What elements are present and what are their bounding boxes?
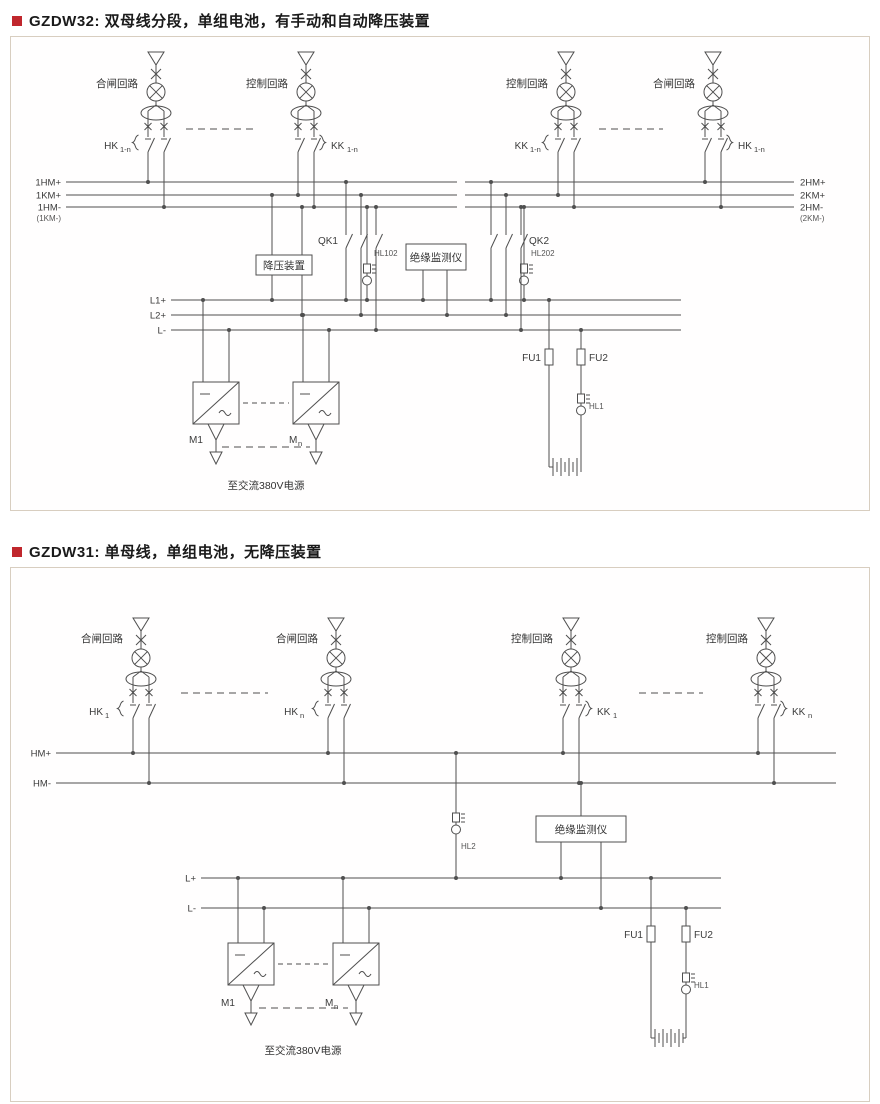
- switch-label: HK: [284, 707, 298, 718]
- ac-source-label: 至交流380V电源: [227, 479, 305, 492]
- bus-label: 1KM+: [36, 191, 62, 202]
- fu1-label: FU1: [624, 930, 643, 941]
- hl102-lamp: HL102: [362, 205, 398, 302]
- dc-bus: L1+ L2+ L-: [150, 296, 681, 337]
- switch-label: HK: [89, 707, 103, 718]
- switch-label: KK: [792, 707, 806, 718]
- bus-label: L-: [158, 326, 166, 337]
- voltage-dropper: 降压装置: [255, 193, 313, 317]
- battery-branch: FU1 FU2 HL1: [624, 876, 713, 1048]
- rectifier-modules: M1 M n 至交流380V电源: [189, 298, 340, 492]
- hl1-label: HL1: [589, 402, 604, 411]
- bus-section-1: 1HM+ 1KM+ 1HM- (1KM-): [35, 178, 457, 223]
- gzdw31-schematic: 合闸回路 HK 1 合闸回路 HK n 控制回路 KK 1: [31, 617, 836, 1057]
- insulation-monitor: 绝缘监测仪: [405, 243, 467, 317]
- bus-label: 2HM-: [800, 203, 823, 214]
- qk1-switch: QK1: [318, 180, 383, 332]
- section-title-gzdw32: GZDW32: 双母线分段，单组电池，有手动和自动降压装置: [12, 10, 880, 31]
- circuit-label: 控制回路: [706, 632, 748, 645]
- circuit-label: 合闸回路: [653, 77, 695, 90]
- red-square-bullet: [12, 15, 22, 26]
- bus-label: 1HM-: [38, 203, 61, 214]
- rectifier-modules: M1 M n 至交流380V电源: [221, 876, 380, 1057]
- circuit-label: 合闸回路: [96, 77, 138, 90]
- hl202-lamp: HL202: [519, 205, 555, 302]
- red-square-bullet: [12, 546, 22, 557]
- switch-sub: 1-n: [120, 145, 131, 154]
- hm-bus: HM+ HM-: [31, 749, 836, 790]
- module-mn-label: M: [325, 998, 333, 1009]
- branch-closing-1: 合闸回路 HK 1: [81, 617, 157, 785]
- bus-label: 1HM+: [35, 178, 61, 189]
- switch-sub: n: [300, 711, 304, 720]
- circuit-label: 合闸回路: [81, 632, 123, 645]
- module-mn-sub: n: [334, 1002, 338, 1011]
- ac-source-label: 至交流380V电源: [264, 1044, 342, 1057]
- branch-closing-n: 合闸回路 HK n: [276, 617, 352, 785]
- branch-control-1: 控制回路 KK 1: [511, 617, 617, 785]
- switch-sub: 1-n: [530, 145, 541, 154]
- branch-closing-left: 合闸回路 HK 1-n: [96, 51, 172, 209]
- hl2-lamp: HL2: [451, 751, 476, 880]
- switch-sub: 1-n: [347, 145, 358, 154]
- bus-label: HM-: [33, 779, 51, 790]
- gzdw32-diagram-box: 合闸回路 HK 1-n 控制回路 KK 1-n 控制回路 KK 1-n: [10, 36, 870, 511]
- dropper-label: 降压装置: [263, 259, 305, 272]
- hl202-label: HL202: [531, 249, 555, 258]
- branch-control-left: 控制回路 KK 1-n: [246, 51, 358, 209]
- hl2-label: HL2: [461, 842, 476, 851]
- section-title-text: GZDW32: 双母线分段，单组电池，有手动和自动降压装置: [29, 13, 431, 30]
- module-mn-label: M: [289, 435, 297, 446]
- qk1-label: QK1: [318, 236, 338, 247]
- bus-label: L+: [185, 874, 196, 885]
- qk2-label: QK2: [529, 236, 549, 247]
- switch-label: KK: [331, 141, 345, 152]
- circuit-label: 合闸回路: [276, 632, 318, 645]
- qk2-switch: QK2: [489, 180, 549, 332]
- bus-label: 2HM+: [800, 178, 826, 189]
- page: GZDW32: 双母线分段，单组电池，有手动和自动降压装置: [0, 10, 880, 1102]
- fu1-label: FU1: [522, 353, 541, 364]
- branch-closing-right: 合闸回路 HK 1-n: [653, 51, 765, 209]
- switch-label: HK: [738, 141, 752, 152]
- bus-label: 2KM+: [800, 191, 826, 202]
- switch-sub: 1: [613, 711, 617, 720]
- hl102-label: HL102: [374, 249, 398, 258]
- section-title-gzdw31: GZDW31: 单母线，单组电池，无降压装置: [12, 541, 880, 562]
- bus-section-2: 2HM+ 2KM+ 2HM- (2KM-): [465, 178, 826, 223]
- fu2-label: FU2: [589, 353, 608, 364]
- fu2-label: FU2: [694, 930, 713, 941]
- module-m1-label: M1: [221, 998, 235, 1009]
- switch-label: KK: [515, 141, 529, 152]
- switch-sub: n: [808, 711, 812, 720]
- bus-label: L2+: [150, 311, 167, 322]
- branch-control-right: 控制回路 KK 1-n: [506, 51, 582, 209]
- insulation-monitor: 绝缘监测仪: [535, 781, 627, 910]
- switch-label: HK: [104, 141, 118, 152]
- section-title-text: GZDW31: 单母线，单组电池，无降压装置: [29, 544, 322, 561]
- switch-sub: 1: [105, 711, 109, 720]
- branch-control-n: 控制回路 KK n: [706, 617, 812, 785]
- switch-label: KK: [597, 707, 611, 718]
- module-mn-sub: n: [298, 439, 302, 448]
- monitor-label: 绝缘监测仪: [555, 823, 608, 836]
- gzdw31-diagram-box: 合闸回路 HK 1 合闸回路 HK n 控制回路 KK 1: [10, 567, 870, 1102]
- circuit-label: 控制回路: [246, 77, 288, 90]
- monitor-label: 绝缘监测仪: [410, 251, 463, 264]
- bus-label: L1+: [150, 296, 167, 307]
- bus-label: HM+: [31, 749, 52, 760]
- dc-bus: L+ L-: [185, 874, 721, 915]
- battery-branch: FU1 FU2 HL1: [522, 298, 608, 477]
- bus-sub-label: (1KM-): [37, 214, 62, 223]
- hl1-label: HL1: [694, 981, 709, 990]
- circuit-label: 控制回路: [506, 77, 548, 90]
- module-m1-label: M1: [189, 435, 203, 446]
- bus-label: L-: [188, 904, 196, 915]
- switch-sub: 1-n: [754, 145, 765, 154]
- circuit-label: 控制回路: [511, 632, 553, 645]
- bus-sub-label: (2KM-): [800, 214, 825, 223]
- gzdw32-schematic: 合闸回路 HK 1-n 控制回路 KK 1-n 控制回路 KK 1-n: [35, 51, 826, 492]
